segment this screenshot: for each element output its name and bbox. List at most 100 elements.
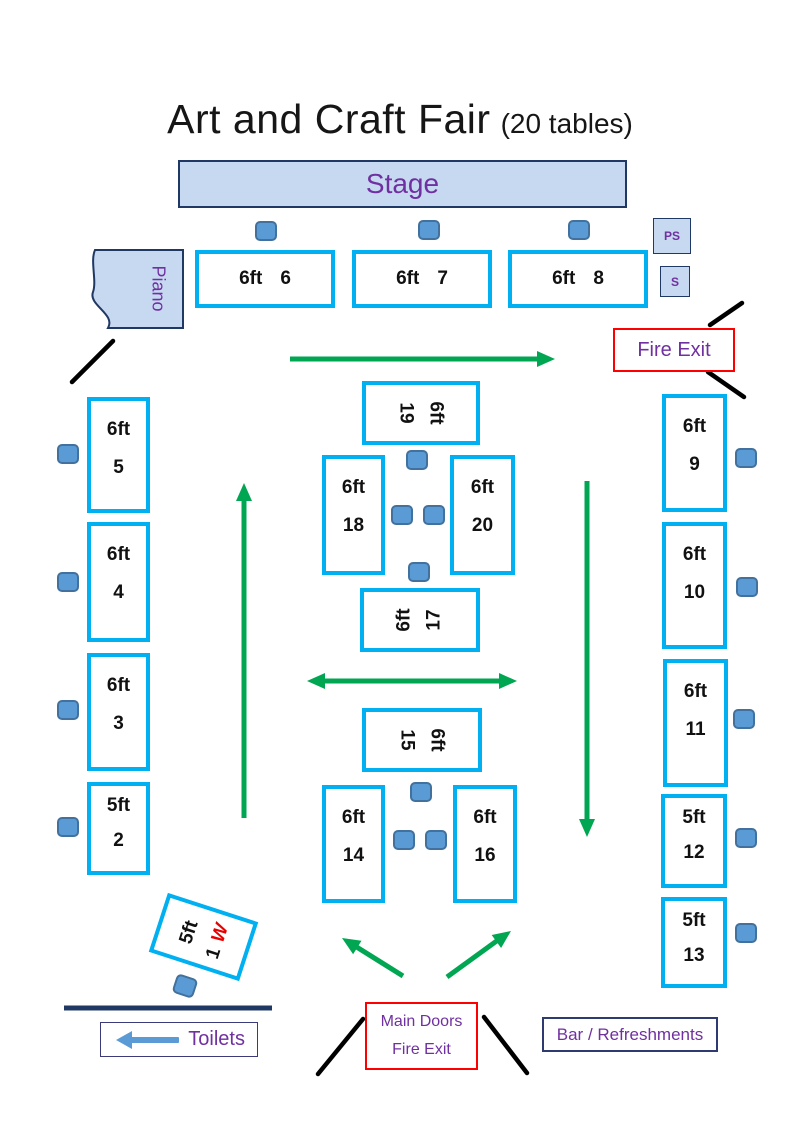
table-13: 5ft 13	[661, 897, 727, 988]
table-number-label: 6	[280, 268, 291, 289]
chair-icon	[57, 817, 79, 837]
table-size-label: 6ft	[682, 544, 707, 565]
table-number-label: 9	[689, 454, 700, 475]
entry-arrow-right	[445, 931, 511, 980]
ps-box: PS	[653, 218, 691, 254]
table-number-label: 17	[423, 609, 445, 631]
table-number-label: 16	[474, 845, 496, 866]
table-18: 6ft 18	[322, 455, 385, 575]
flow-arrow-down	[579, 481, 595, 837]
bar-label: Bar / Refreshments	[556, 1024, 704, 1044]
chair-icon	[57, 700, 79, 720]
flow-arrow-up	[236, 483, 252, 818]
fire-exit-box: Fire Exit	[613, 328, 735, 372]
table-size-label: 6ft	[106, 544, 131, 565]
left-arrow-icon	[116, 1030, 179, 1049]
table-number-label: 5	[113, 457, 124, 478]
main-doors-fire-exit-label: Fire Exit	[392, 1041, 451, 1058]
table-7: 6ft 7	[352, 250, 492, 308]
table-number-label: 20	[471, 515, 494, 536]
table-9: 6ft 9	[662, 394, 727, 512]
chair-icon	[408, 562, 430, 582]
table-size-label: 6ft	[341, 477, 366, 498]
table-20: 6ft 20	[450, 455, 515, 575]
table-size-label: 6ft	[682, 416, 707, 437]
table-number-label: 1	[201, 945, 226, 962]
table-number-label: 15	[396, 729, 418, 751]
table-size-label: 6ft	[552, 268, 576, 289]
table-size-label: 6ft	[341, 807, 366, 828]
piano: Piano	[85, 245, 190, 335]
table-size-label: 6ft	[470, 477, 495, 498]
table-size-label: 6ft	[396, 268, 420, 289]
chair-icon	[391, 505, 413, 525]
table-number-label: 2	[113, 830, 124, 851]
fire-exit-label: Fire Exit	[637, 338, 711, 361]
table-number-label: 8	[593, 268, 604, 289]
entry-arrow-left	[342, 938, 405, 979]
main-doors-box: Main Doors Fire Exit	[365, 1002, 478, 1070]
table-14: 6ft 14	[322, 785, 385, 903]
table-number-label: 4	[113, 582, 124, 603]
chair-icon	[418, 220, 440, 240]
chair-icon	[425, 830, 447, 850]
table-12: 5ft 12	[661, 794, 727, 888]
ps-label: PS	[663, 229, 680, 243]
chair-icon	[410, 782, 432, 802]
table-size-label: 6ft	[425, 401, 447, 425]
table-number-label: 18	[342, 515, 365, 536]
table-number-label: 7	[437, 268, 448, 289]
table-number-label: 13	[683, 945, 705, 966]
table-5: 6ft 5	[87, 397, 150, 513]
title-main: Art and Craft Fair	[167, 96, 491, 142]
table-11: 6ft 11	[663, 659, 728, 787]
page-title: Art and Craft Fair (20 tables)	[0, 96, 800, 143]
table-3: 6ft 3	[87, 653, 150, 771]
chair-icon	[423, 505, 445, 525]
stage-label: Stage	[365, 168, 440, 199]
table-size-label: 6ft	[239, 268, 263, 289]
table-size-label: 5ft	[106, 795, 131, 816]
stage: Stage	[178, 160, 627, 208]
table-size-label: 6ft	[106, 419, 131, 440]
table-2: 5ft 2	[87, 782, 150, 875]
table-10: 6ft 10	[662, 522, 727, 649]
chair-icon	[57, 444, 79, 464]
table-size-label: 6ft	[683, 681, 708, 702]
door-line	[69, 300, 747, 1077]
chair-icon	[393, 830, 415, 850]
table-17: 6ft 17	[360, 588, 480, 652]
chair-icon	[733, 709, 755, 729]
piano-shape-icon	[91, 249, 184, 329]
table-size-label: 6ft	[426, 728, 448, 752]
table-number-label: 19	[395, 402, 417, 424]
table-number-label: 14	[342, 845, 365, 866]
table-size-label: 6ft	[473, 807, 497, 828]
chair-icon	[406, 450, 428, 470]
table-15: 6ft 15	[362, 708, 482, 772]
table-size-label: 5ft	[682, 807, 706, 828]
flow-arrow-right	[290, 351, 555, 367]
table-mark-label: W	[207, 921, 233, 945]
piano-label: Piano	[148, 264, 169, 312]
table-number-label: 12	[683, 842, 705, 863]
toilets-box: Toilets	[100, 1022, 258, 1057]
chair-icon	[735, 828, 757, 848]
table-size-label: 6ft	[393, 608, 415, 632]
title-suffix: (20 tables)	[500, 108, 633, 139]
main-doors-label: Main Doors	[380, 1013, 463, 1030]
s-box: S	[660, 266, 690, 297]
chair-icon	[568, 220, 590, 240]
chair-icon	[736, 577, 758, 597]
table-4: 6ft 4	[87, 522, 150, 642]
chair-icon	[735, 448, 757, 468]
table-19: 6ft 19	[362, 381, 480, 445]
table-size-label: 5ft	[682, 910, 706, 931]
table-number-label: 3	[113, 713, 124, 734]
chair-icon	[255, 221, 277, 241]
table-size-label: 5ft	[175, 917, 203, 947]
chair-icon	[735, 923, 757, 943]
s-label: S	[670, 274, 679, 289]
